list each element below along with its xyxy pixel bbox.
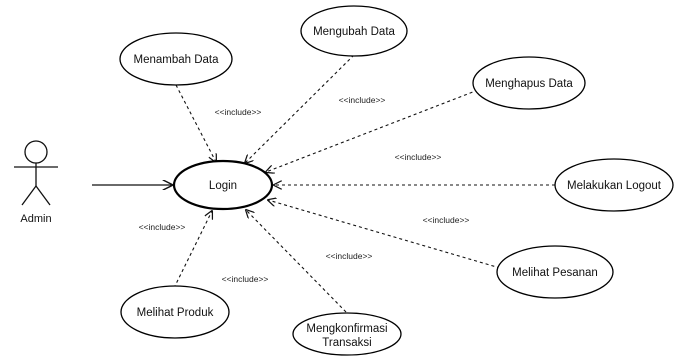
use-case-label: Mengubah Data xyxy=(313,26,395,38)
actor-admin: Admin xyxy=(14,140,58,225)
use-case-melihat-produk: Melihat Produk xyxy=(120,285,230,339)
use-case-mengkonfirmasi-transaksi: Mengkonfirmasi Transaksi xyxy=(292,312,402,356)
use-case-login: Login xyxy=(172,159,274,211)
use-case-melihat-pesanan: Melihat Pesanan xyxy=(496,245,614,299)
include-label: <<include>> xyxy=(139,222,186,232)
use-case-ellipse xyxy=(496,245,614,299)
relation-menghapus-data xyxy=(266,89,479,172)
use-case-menghapus-data: Menghapus Data xyxy=(472,56,586,110)
use-case-label: Login xyxy=(209,180,237,192)
relation-melihat-produk xyxy=(173,211,212,289)
use-case-ellipse xyxy=(300,5,408,57)
include-label: <<include>> xyxy=(395,152,442,162)
relation-mengubah-data xyxy=(245,54,355,163)
use-case-ellipse xyxy=(172,159,274,211)
relation-mengkonfirmasi-transaksi xyxy=(246,210,347,313)
actor-label: Admin xyxy=(20,213,51,225)
include-relations xyxy=(173,54,555,313)
relation-menambah-data xyxy=(175,84,216,162)
use-case-ellipse xyxy=(554,158,674,212)
actor-left-leg xyxy=(21,185,37,206)
relation-melihat-pesanan xyxy=(268,200,501,269)
use-case-ellipse xyxy=(292,312,402,356)
include-label: <<include>> xyxy=(222,274,269,284)
use-case-ellipse xyxy=(472,56,586,110)
use-case-mengubah-data: Mengubah Data xyxy=(300,5,408,57)
use-case-melakukan-logout: Melakukan Logout xyxy=(554,158,674,212)
use-case-label: Melihat Pesanan xyxy=(512,267,598,279)
include-label: <<include>> xyxy=(423,215,470,225)
include-label: <<include>> xyxy=(326,251,373,261)
actor-head xyxy=(24,140,48,164)
include-labels: <<include>> <<include>> <<include>> <<in… xyxy=(139,95,470,284)
use-case-label-line-1: Mengkonfirmasi xyxy=(306,323,387,335)
use-case-ellipse xyxy=(119,32,233,86)
use-case-label: Menambah Data xyxy=(133,54,219,66)
include-label: <<include>> xyxy=(339,95,386,105)
actor-right-leg xyxy=(35,185,51,206)
include-label: <<include>> xyxy=(215,107,262,117)
use-case-label-line-2: Transaksi xyxy=(322,337,371,349)
use-case-label: Menghapus Data xyxy=(485,78,573,90)
use-case-menambah-data: Menambah Data xyxy=(119,32,233,86)
use-case-ellipse xyxy=(120,285,230,339)
use-case-label: Melihat Produk xyxy=(137,307,214,319)
use-case-label: Melakukan Logout xyxy=(567,180,662,192)
